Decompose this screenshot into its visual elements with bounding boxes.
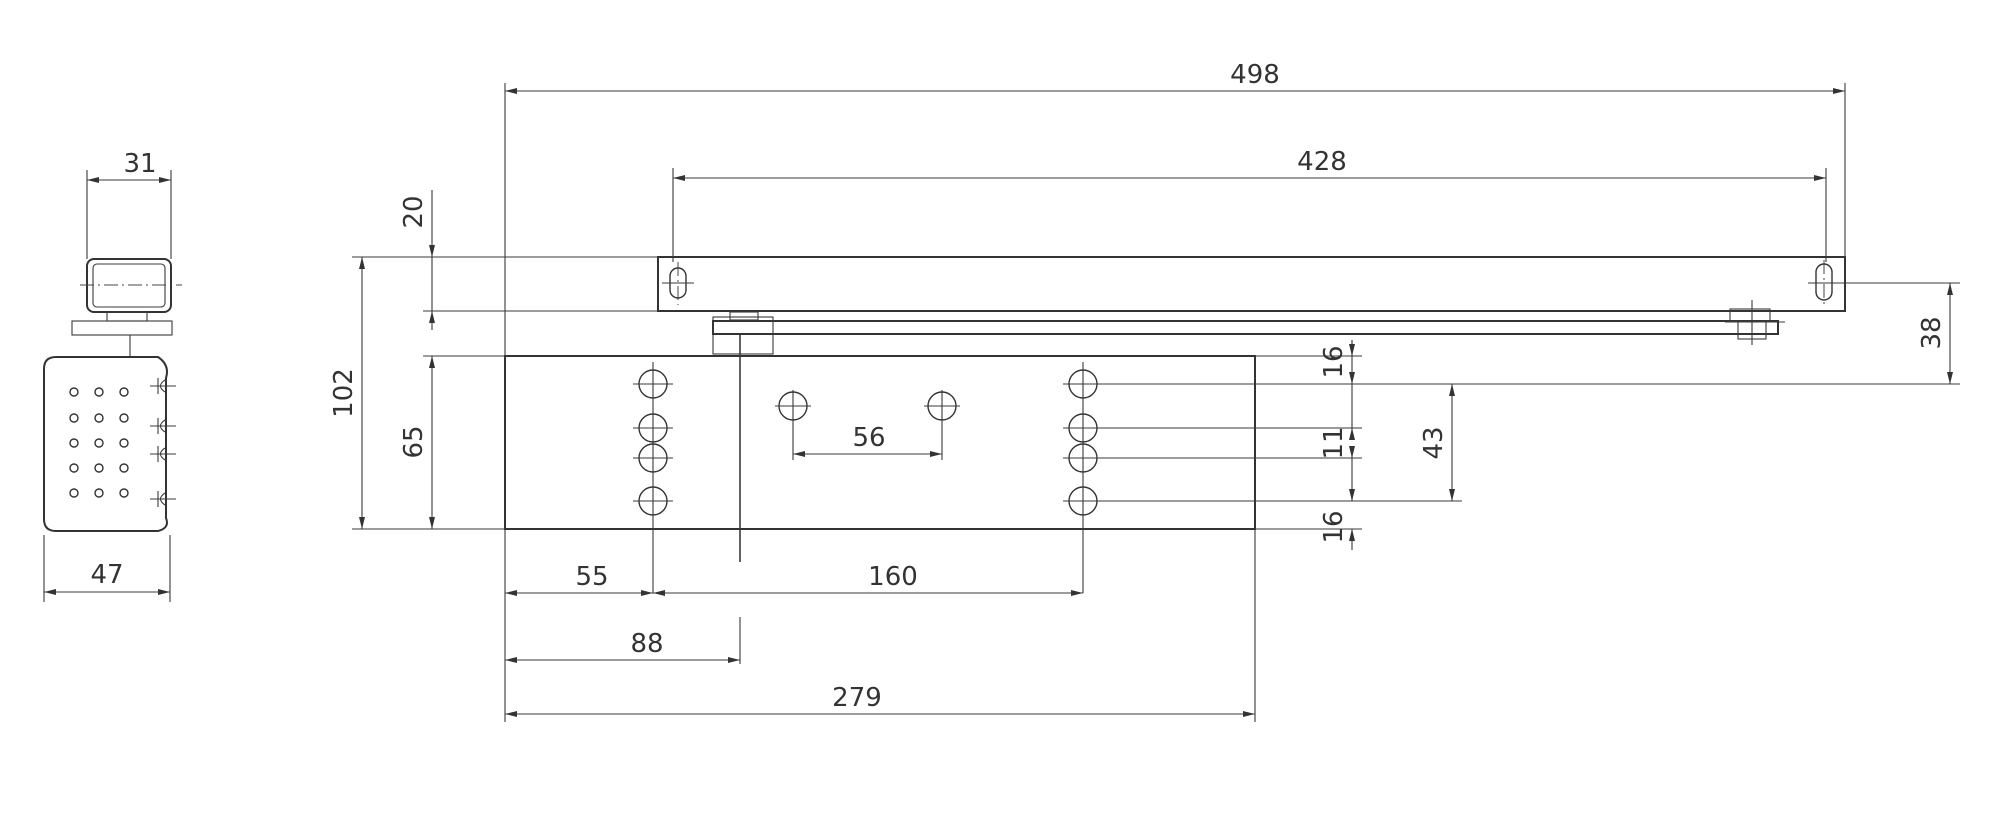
dim-160-label: 160 (868, 562, 918, 592)
dim-428-label: 428 (1297, 147, 1347, 177)
arm-link (712, 320, 1779, 335)
mounting-holes-left (633, 362, 673, 593)
dim-279-label: 279 (832, 683, 882, 713)
front-view: 498 428 20 102 65 38 16 (329, 60, 1960, 722)
dim-38-label: 38 (1917, 316, 1947, 349)
dim-88-label: 88 (630, 629, 663, 659)
closer-body (504, 355, 1256, 530)
dim-102-label: 102 (329, 368, 359, 418)
side-mounting-hole-grid (69, 387, 129, 498)
dim-43-label: 43 (1419, 426, 1449, 459)
dim-55-label: 55 (575, 562, 608, 592)
dim-65-label: 65 (399, 425, 429, 458)
slide-rail (657, 256, 1846, 312)
dim-47-label: 47 (90, 560, 123, 590)
dim-20-label: 20 (399, 195, 429, 228)
dim-56-label: 56 (852, 423, 885, 453)
side-closer-body (43, 356, 168, 532)
dim-11-label: 11 (1319, 426, 1349, 459)
dim-16-top-label: 16 (1319, 345, 1349, 378)
dim-16-bottom-label: 16 (1319, 510, 1349, 543)
mounting-holes-middle (775, 390, 960, 460)
dim-498-label: 498 (1230, 60, 1280, 90)
mounting-holes-right (1063, 362, 1103, 593)
dim-31-label: 31 (123, 149, 156, 179)
side-view: 31 47 (43, 149, 182, 602)
